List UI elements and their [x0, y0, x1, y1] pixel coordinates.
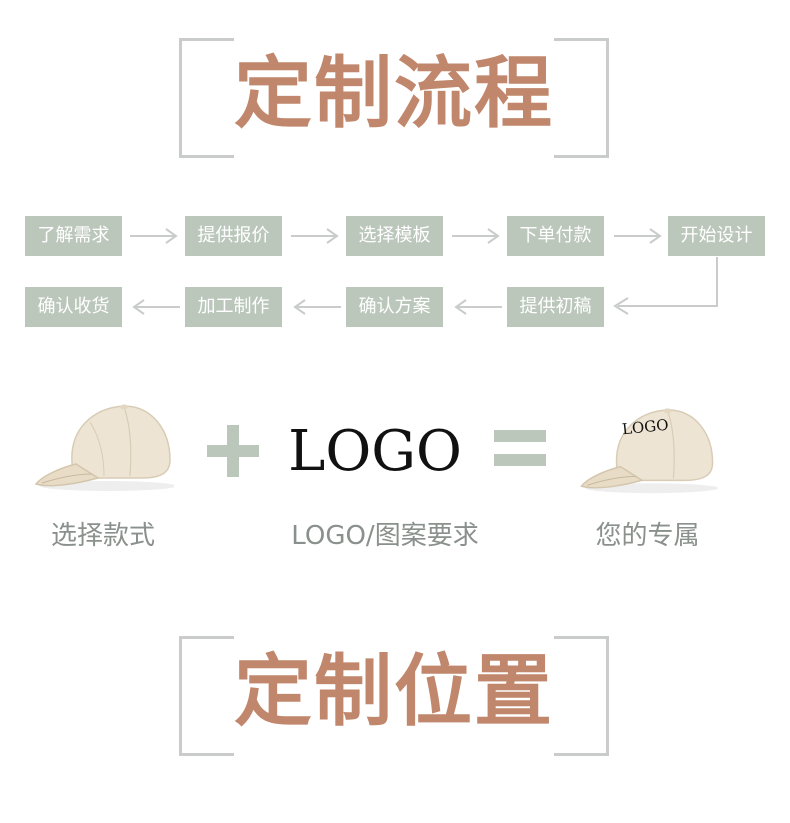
- step-order-pay: 下单付款: [507, 216, 604, 256]
- arrow-left-icon: [132, 299, 180, 315]
- bracket-left: [179, 636, 234, 756]
- arrow-right-icon: [291, 228, 339, 244]
- arrow-return-icon: [613, 257, 718, 315]
- bracket-left: [179, 38, 234, 158]
- step-understand-needs: 了解需求: [25, 216, 122, 256]
- cap-custom-icon: [580, 408, 718, 494]
- section-title-position: 定制位置: [179, 636, 609, 756]
- step-first-draft: 提供初稿: [507, 287, 604, 327]
- step-start-design: 开始设计: [668, 216, 765, 256]
- logo-text: LOGO: [288, 419, 462, 484]
- equals-icon: [494, 430, 546, 466]
- section-title: 定制位置: [233, 647, 554, 737]
- cap-plain-icon: [34, 404, 174, 491]
- arrow-right-icon: [452, 228, 500, 244]
- caption-your-exclusive: 您的专属: [595, 521, 700, 551]
- arrow-left-icon: [293, 299, 341, 315]
- bracket-right: [554, 636, 609, 756]
- step-confirm-plan: 确认方案: [346, 287, 443, 327]
- step-confirm-receipt: 确认收货: [25, 287, 122, 327]
- cap-with-logo: LOGO: [576, 404, 718, 496]
- arrow-left-icon: [454, 299, 502, 315]
- arrow-right-icon: [130, 228, 178, 244]
- plus-icon: [207, 425, 259, 477]
- step-choose-template: 选择模板: [346, 216, 443, 256]
- page-title: 定制流程: [233, 49, 554, 139]
- step-quote: 提供报价: [185, 216, 282, 256]
- section-title-process: 定制流程: [179, 38, 609, 158]
- arrow-right-icon: [614, 228, 662, 244]
- caption-choose-style: 选择款式: [50, 521, 155, 551]
- step-production: 加工制作: [185, 287, 282, 327]
- bracket-right: [554, 38, 609, 158]
- caption-logo-requirements: LOGO/图案要求: [291, 521, 479, 551]
